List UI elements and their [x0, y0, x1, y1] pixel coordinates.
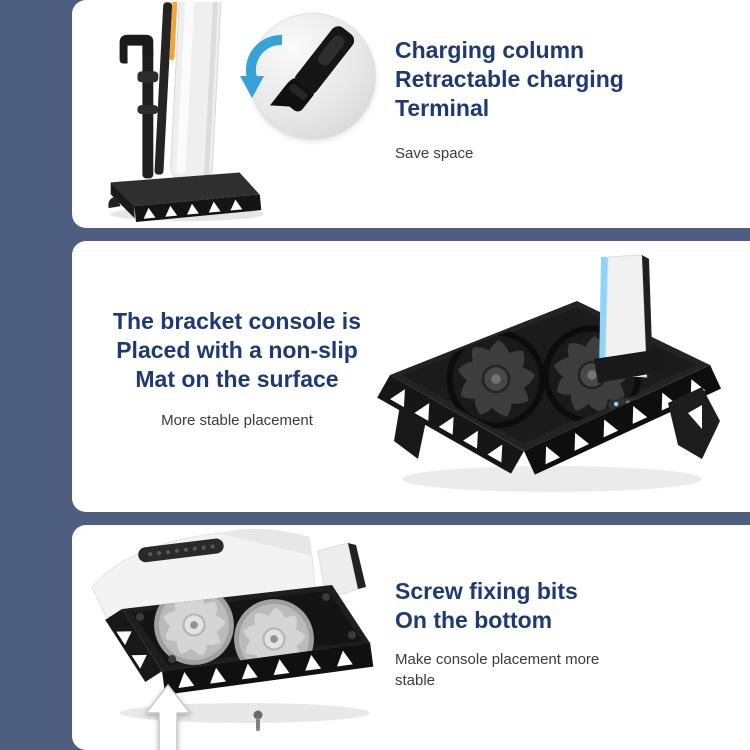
- console-dock-slot: [594, 349, 666, 383]
- feature-title-screws: Screw fixing bits On the bottom: [395, 577, 599, 635]
- title-line: Mat on the surface: [135, 366, 339, 392]
- triangle-cutout-band-left: [377, 375, 524, 474]
- subtitle-line: stable: [395, 672, 436, 689]
- bottom-view-illustration: [91, 528, 374, 750]
- feature-panel-screw-fixing: Screw fixing bits On the bottom Make con…: [72, 525, 750, 750]
- floor-shadow: [402, 466, 702, 492]
- fixing-screw: [253, 710, 263, 731]
- bracket-console-photo: [372, 253, 727, 508]
- terminal-closeup-illustration: [270, 26, 355, 112]
- charging-stand-photo: [82, 2, 292, 226]
- triangle-cutout-band: [134, 194, 262, 222]
- title-line: On the bottom: [395, 607, 553, 633]
- triangle-cutout-band-side: [105, 609, 163, 683]
- screw-posts: [136, 593, 356, 663]
- feature-panel-charging-column: Charging column Retractable charging Ter…: [72, 0, 750, 228]
- title-line: Terminal: [395, 95, 490, 121]
- feature-title-charging: Charging column Retractable charging Ter…: [395, 36, 624, 123]
- feature-subtitle-screws: Make console placement more stable: [395, 649, 599, 691]
- zoom-detail-circle: [249, 13, 376, 140]
- stand-base: [108, 172, 262, 222]
- feature-panel-bracket-console: The bracket console is Placed with a non…: [72, 241, 750, 512]
- vent-strip: [138, 538, 224, 563]
- feature-subtitle-bracket: More stable placement: [161, 412, 313, 429]
- subtitle-line: Make console placement more: [395, 651, 600, 668]
- feature-text-bracket: The bracket console is Placed with a non…: [82, 307, 392, 431]
- console-slab: [154, 2, 222, 183]
- feature-subtitle-charging: Save space: [395, 145, 474, 162]
- title-line: Retractable charging: [395, 66, 624, 92]
- retractable-terminal-hook: [119, 34, 154, 64]
- title-line: The bracket console is: [113, 308, 361, 334]
- title-line: Screw fixing bits: [395, 578, 578, 604]
- stand-legs: [394, 387, 720, 459]
- terminal-hook-closeup: [270, 26, 355, 112]
- feature-title-bracket: The bracket console is Placed with a non…: [82, 307, 392, 394]
- charging-pole: [119, 34, 159, 179]
- curved-arrow-icon: [240, 35, 283, 98]
- bottom-view-photo: [80, 525, 395, 750]
- feature-text-screws: Screw fixing bits On the bottom Make con…: [395, 577, 599, 691]
- title-line: Charging column: [395, 37, 585, 63]
- console-slab: [599, 254, 653, 378]
- title-line: Placed with a non-slip: [116, 337, 358, 363]
- triangle-cutout-band-front: [161, 642, 374, 695]
- charging-stand-illustration: [108, 2, 265, 222]
- up-arrow-icon: [144, 683, 192, 750]
- bracket-console-illustration: [377, 254, 722, 492]
- feature-text-charging: Charging column Retractable charging Ter…: [395, 36, 624, 164]
